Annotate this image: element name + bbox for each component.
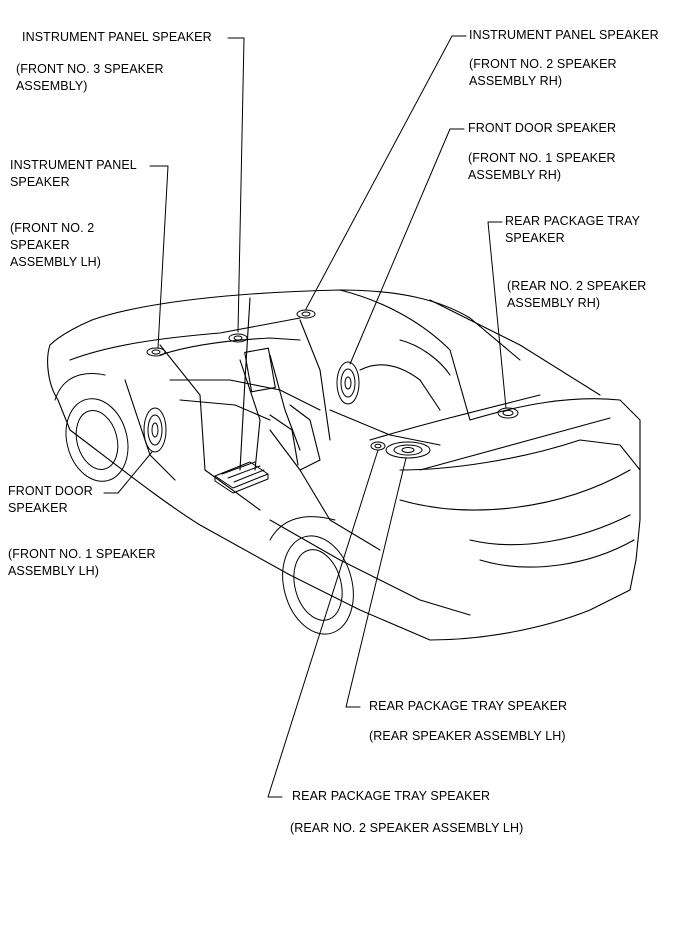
speaker-front-door-rh bbox=[336, 361, 360, 405]
label-rear-speaker-assembly-lh: (REAR SPEAKER ASSEMBLY LH) bbox=[369, 729, 566, 743]
speaker-ip-rh bbox=[296, 309, 316, 319]
label-front-door-speaker-lh: FRONT DOOR SPEAKER bbox=[8, 484, 93, 515]
speaker-rear-tray-lh bbox=[385, 441, 431, 459]
label-ip-speaker-center: INSTRUMENT PANEL SPEAKER bbox=[22, 30, 212, 44]
label-rear-package-tray-speaker-lh: REAR PACKAGE TRAY SPEAKER bbox=[369, 699, 568, 713]
label-rear-package-tray-speaker-lh2: REAR PACKAGE TRAY SPEAKER bbox=[292, 789, 491, 803]
label-front-no2-speaker-assembly-rh: (FRONT NO. 2 SPEAKER ASSEMBLY RH) bbox=[469, 57, 617, 88]
amplifier-box bbox=[214, 461, 269, 494]
car-body-outline bbox=[47, 289, 641, 641]
label-ip-speaker-lh: INSTRUMENT PANEL SPEAKER bbox=[10, 158, 137, 189]
label-rear-package-tray-speaker-rh: REAR PACKAGE TRAY SPEAKER bbox=[505, 214, 641, 245]
rear-wheel bbox=[269, 516, 354, 635]
label-rear-no2-speaker-assembly-rh: (REAR NO. 2 SPEAKER ASSEMBLY RH) bbox=[507, 279, 647, 310]
speaker-ip-center bbox=[228, 333, 248, 343]
speaker-front-door-lh bbox=[143, 407, 167, 453]
label-front-no2-speaker-assembly-lh: (FRONT NO. 2 SPEAKER ASSEMBLY LH) bbox=[10, 221, 102, 269]
label-front-no3-speaker-assembly: (FRONT NO. 3 SPEAKER ASSEMBLY) bbox=[16, 62, 164, 93]
front-wheel bbox=[54, 373, 129, 482]
speaker-rear-tray-lh2 bbox=[370, 441, 386, 451]
label-front-no1-speaker-assembly-rh: (FRONT NO. 1 SPEAKER ASSEMBLY RH) bbox=[468, 151, 616, 182]
leader-lines bbox=[103, 35, 507, 798]
speaker-ip-lh bbox=[146, 347, 166, 357]
label-front-no1-speaker-assembly-lh: (FRONT NO. 1 SPEAKER ASSEMBLY LH) bbox=[8, 547, 156, 578]
label-ip-speaker-rh: INSTRUMENT PANEL SPEAKER bbox=[469, 28, 659, 42]
speaker-rear-tray-rh bbox=[497, 407, 519, 419]
label-rear-no2-speaker-assembly-lh: (REAR NO. 2 SPEAKER ASSEMBLY LH) bbox=[290, 821, 524, 835]
label-front-door-speaker-rh: FRONT DOOR SPEAKER bbox=[468, 121, 617, 135]
